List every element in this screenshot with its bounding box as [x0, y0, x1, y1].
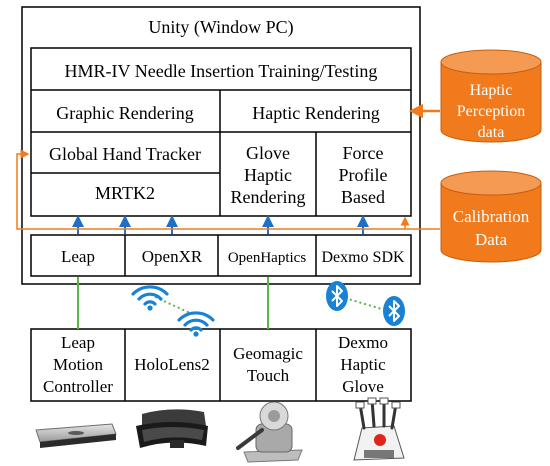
calibration-line-1: Calibration: [453, 207, 530, 226]
device-hololens: HoloLens2: [134, 355, 210, 374]
device-leap-line-2: Motion: [53, 355, 104, 374]
haptic-perception-database: Haptic Perception data: [440, 49, 542, 143]
sdk-openhaptics: OpenHaptics: [228, 250, 306, 266]
devices-row-box: [30, 328, 412, 402]
wifi-icon: [177, 311, 215, 337]
device-leap-line-1: Leap: [61, 333, 95, 352]
device-geomagic-line-1: Geomagic: [233, 344, 303, 363]
bluetooth-icon: [326, 281, 348, 311]
calibration-database: Calibration Data: [440, 170, 542, 263]
device-geomagic-line-2: Touch: [247, 366, 290, 385]
haptic-perception-line-2: Perception: [457, 103, 525, 120]
haptic-rendering-label: Haptic Rendering: [252, 103, 379, 123]
calibration-line-2: Data: [475, 230, 508, 249]
haptic-perception-line-3: data: [478, 124, 505, 141]
leap-motion-device: [35, 423, 117, 448]
wireless-connections: [154, 296, 386, 314]
global-hand-tracker-label: Global Hand Tracker: [49, 144, 201, 164]
device-dexmo-line-1: Dexmo: [338, 333, 388, 352]
unity-title: Unity (Window PC): [148, 17, 293, 38]
device-leap-line-3: Controller: [43, 377, 113, 396]
force-profile-line-1: Force: [343, 143, 384, 163]
haptic-perception-line-1: Haptic: [470, 82, 513, 99]
glove-haptic-line-3: Rendering: [231, 187, 306, 207]
sdk-leap: Leap: [61, 247, 95, 266]
sdk-to-app-arrows: [72, 215, 369, 234]
glove-haptic-line-2: Haptic: [244, 165, 292, 185]
device-dexmo-line-3: Glove: [342, 377, 384, 396]
glove-haptic-line-1: Glove: [246, 143, 290, 163]
graphic-rendering-label: Graphic Rendering: [56, 103, 193, 123]
wifi-icon: [131, 285, 169, 311]
force-profile-line-3: Based: [341, 187, 385, 207]
dexmo-glove-device: [353, 397, 405, 461]
force-profile-line-2: Profile: [339, 165, 388, 185]
calibration-data-flow: [16, 149, 440, 230]
sdk-row-box: [30, 234, 412, 277]
sdk-dexmo: Dexmo SDK: [321, 249, 405, 266]
geomagic-touch-device: [236, 401, 303, 463]
app-title: HMR-IV Needle Insertion Training/Testing: [65, 61, 378, 81]
hololens-device: [136, 409, 208, 448]
unity-box: [21, 6, 421, 285]
wired-connections: [77, 277, 269, 329]
bluetooth-icon: [383, 296, 405, 326]
sdk-openxr: OpenXR: [142, 247, 203, 266]
mrtk2-label: MRTK2: [95, 183, 155, 203]
device-dexmo-line-2: Haptic: [340, 355, 386, 374]
